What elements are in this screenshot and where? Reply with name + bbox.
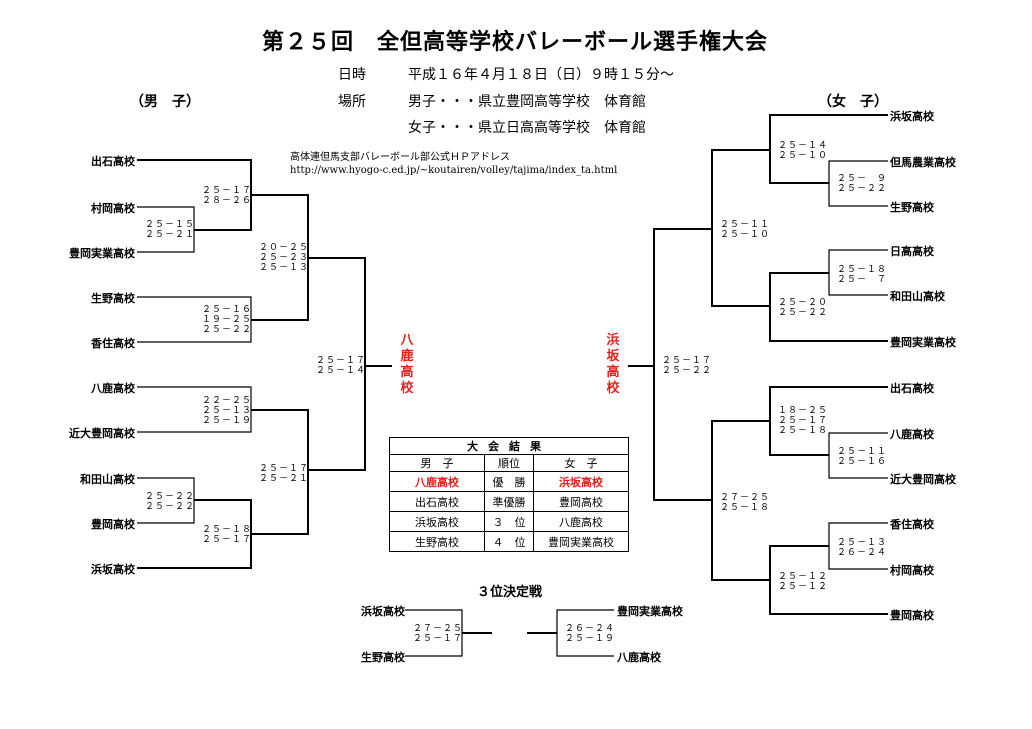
women-team-4: 日高高校	[890, 245, 934, 258]
results-row: 出石高校 準優勝 豊岡高校	[389, 491, 629, 512]
date-value: 平成１６年４月１８日（日）９時１５分～	[408, 67, 674, 83]
results-col-women: 女 子	[533, 454, 629, 472]
women-team-12: 豊岡高校	[890, 609, 934, 622]
men-team-3: 豊岡実業高校	[69, 247, 135, 260]
results-rank-2: 準優勝	[484, 491, 534, 512]
men-line-sf2	[251, 409, 309, 535]
results-header: 大会結果	[389, 437, 629, 455]
men-team-10: 浜坂高校	[91, 563, 135, 576]
third-place-title: ３位決定戦	[477, 585, 543, 600]
third-women-team-1: 豊岡実業高校	[617, 605, 683, 618]
results-women-4: 豊岡実業高校	[533, 531, 629, 552]
date-label: 日時	[338, 67, 366, 83]
women-champion: 浜坂高校	[606, 333, 620, 396]
women-team-1: 浜坂高校	[890, 110, 934, 123]
men-team-2: 村岡高校	[91, 202, 135, 215]
results-row: 浜坂高校 ３ 位 八鹿高校	[389, 511, 629, 532]
women-team-7: 出石高校	[890, 382, 934, 395]
women-team-8: 八鹿高校	[890, 428, 934, 441]
women-line-r1c	[828, 432, 888, 479]
page-title: 第２５回 全但高等学校バレーボール選手権大会	[262, 29, 769, 55]
results-table: 大会結果 男 子 順位 女 子 八鹿高校 優 勝 浜坂高校 出石高校 準優勝 豊…	[389, 437, 629, 552]
results-col-rank: 順位	[484, 454, 534, 472]
women-line-final	[653, 228, 712, 501]
men-team-9: 豊岡高校	[91, 518, 135, 531]
results-women-1: 浜坂高校	[533, 471, 629, 492]
results-men-1: 八鹿高校	[389, 471, 485, 492]
results-header-row: 大会結果	[389, 437, 629, 455]
third-women-team-2: 八鹿高校	[617, 651, 661, 664]
men-team-4: 生野高校	[91, 292, 135, 305]
men-team-8: 和田山高校	[80, 473, 135, 486]
women-team-2: 但馬農業高校	[890, 156, 956, 169]
place-label: 場所	[338, 94, 366, 110]
men-line-final	[308, 257, 366, 471]
results-men-4: 生野高校	[389, 531, 485, 552]
men-team-7: 近大豊岡高校	[69, 427, 135, 440]
men-champion: 八鹿高校	[400, 333, 414, 396]
results-women-2: 豊岡高校	[533, 491, 629, 512]
results-men-2: 出石高校	[389, 491, 485, 512]
men-team-5: 香住高校	[91, 337, 135, 350]
place-men: 男子・・・県立豊岡高等学校 体育館	[408, 94, 646, 110]
women-team-6: 豊岡実業高校	[890, 336, 956, 349]
results-men-3: 浜坂高校	[389, 511, 485, 532]
results-women-3: 八鹿高校	[533, 511, 629, 532]
results-row: 八鹿高校 優 勝 浜坂高校	[389, 471, 629, 492]
third-men-team-1: 浜坂高校	[361, 605, 405, 618]
website-caption: 高体連但馬支部バレーボール部公式ＨＰアドレス	[290, 152, 510, 163]
women-team-5: 和田山高校	[890, 290, 945, 303]
results-rank-1: 優 勝	[484, 471, 534, 492]
results-row: 生野高校 ４ 位 豊岡実業高校	[389, 531, 629, 552]
women-team-10: 香住高校	[890, 518, 934, 531]
results-col-men: 男 子	[389, 454, 485, 472]
results-rank-3: ３ 位	[484, 511, 534, 532]
women-team-3: 生野高校	[890, 201, 934, 214]
third-men-team-2: 生野高校	[361, 651, 405, 664]
men-section-label: （男 子）	[130, 94, 200, 110]
results-column-row: 男 子 順位 女 子	[389, 454, 629, 472]
place-women: 女子・・・県立日高高等学校 体育館	[408, 120, 646, 136]
website-url[interactable]: http://www.hyogo-c.ed.jp/~koutairen/voll…	[290, 165, 618, 176]
results-rank-4: ４ 位	[484, 531, 534, 552]
women-team-11: 村岡高校	[890, 564, 934, 577]
women-section-label: （女 子）	[818, 94, 888, 110]
men-team-6: 八鹿高校	[91, 382, 135, 395]
women-team-9: 近大豊岡高校	[890, 473, 956, 486]
men-team-1: 出石高校	[91, 155, 135, 168]
